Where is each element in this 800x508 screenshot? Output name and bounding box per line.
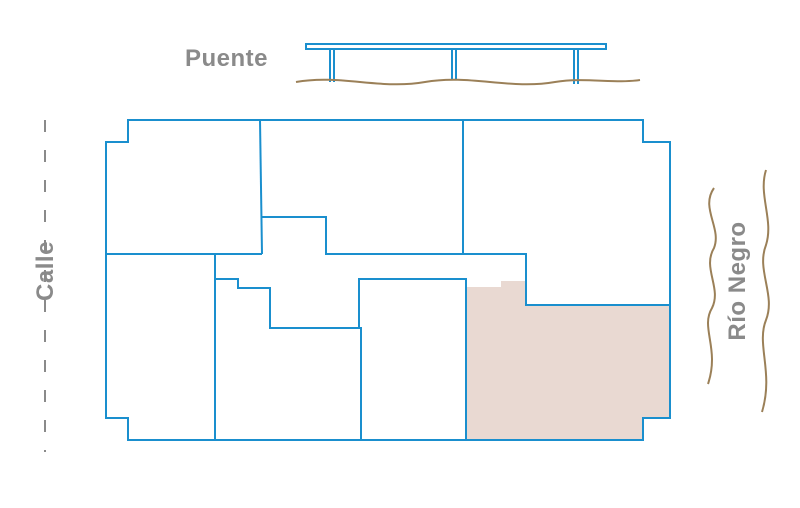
bridge-water-line [295, 78, 641, 86]
river-line-right [761, 169, 770, 413]
highlighted-unit [466, 281, 670, 440]
wall [215, 278, 362, 440]
street-label: Calle [32, 241, 59, 301]
bridge-pillars [329, 49, 579, 84]
bridge-deck [305, 43, 607, 50]
river-line-left [707, 187, 717, 385]
floor-plan-walls [105, 119, 671, 441]
river-label: Río Negro [724, 221, 751, 340]
bridge-graphic [295, 43, 641, 86]
river-graphic [707, 169, 770, 413]
building-outline [105, 119, 671, 441]
bridge-label: Puente [185, 45, 268, 72]
wall [358, 278, 467, 440]
wall [261, 216, 670, 306]
wall [259, 119, 263, 255]
